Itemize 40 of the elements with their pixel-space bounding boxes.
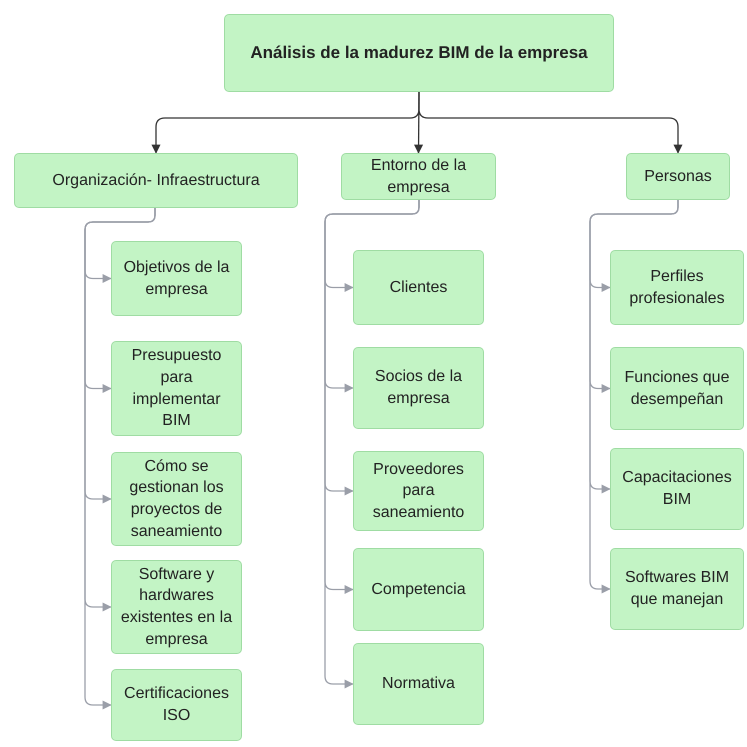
topic-label: Funciones que desempeñan xyxy=(624,368,730,410)
arrow xyxy=(418,92,683,154)
topic-label: Software y hardwares existentes en la empresa xyxy=(120,564,234,650)
topic-label: Perfiles profesionales xyxy=(628,266,726,308)
arrow xyxy=(84,208,156,710)
topic-box xyxy=(111,452,242,546)
topic-box xyxy=(353,451,484,531)
topic-box xyxy=(224,14,614,92)
topic-box xyxy=(14,153,298,208)
topic-box xyxy=(353,347,484,429)
topic-label: Análisis de la madurez BIM de la empresa xyxy=(250,42,588,64)
topic-box xyxy=(353,548,484,631)
topic-box xyxy=(353,643,484,725)
topic-label: Entorno de la empresa xyxy=(370,156,468,198)
topic-label: Socios de la empresa xyxy=(374,367,464,409)
topic-box xyxy=(111,669,242,741)
topic-box xyxy=(610,548,744,630)
topic-box xyxy=(626,153,730,200)
topic-box xyxy=(610,448,744,530)
topic-label: Softwares BIM que manejan xyxy=(624,568,730,610)
topic-label: Presupuesto para implementar BIM xyxy=(130,346,222,432)
arrow xyxy=(324,200,420,689)
topic-box xyxy=(353,250,484,325)
topic-label: Clientes xyxy=(390,278,448,298)
topic-box xyxy=(610,347,744,430)
topic-box xyxy=(341,153,496,200)
topic-label: Normativa xyxy=(382,674,455,694)
topic-label: Objetivos de la empresa xyxy=(122,258,230,300)
topic-box xyxy=(111,560,242,654)
topic-label: Capacitaciones BIM xyxy=(621,468,733,510)
topic-label: Certificaciones ISO xyxy=(123,684,230,726)
topic-label: Personas xyxy=(644,166,712,187)
topic-box xyxy=(610,250,744,325)
arrow xyxy=(589,200,679,594)
topic-box xyxy=(111,341,242,436)
topic-label: Organización- Infraestructura xyxy=(52,170,260,191)
topic-box xyxy=(111,241,242,316)
topic-label: Proveedores para saneamiento xyxy=(372,460,466,523)
topic-label: Cómo se gestionan los proyectos de saneamiento xyxy=(128,456,225,542)
topic-label: Competencia xyxy=(371,580,466,600)
